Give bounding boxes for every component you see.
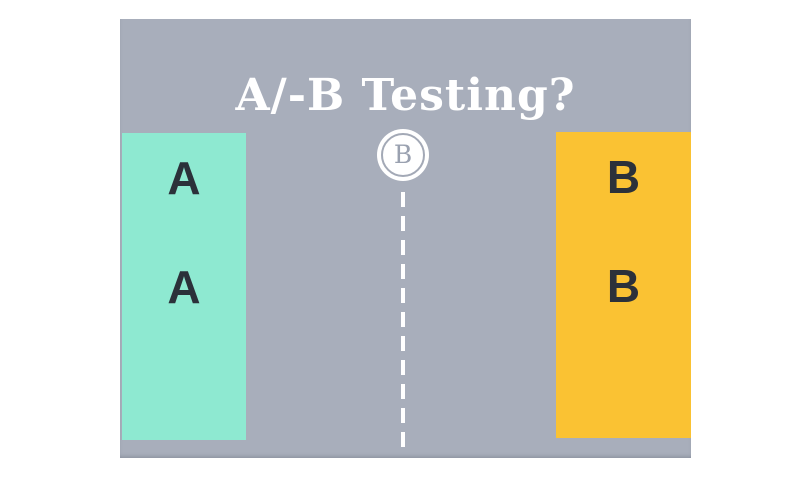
- variant-b-letter-top: B: [606, 151, 641, 203]
- variant-b-column: B B: [556, 132, 691, 438]
- variant-b-letter-bottom: B: [606, 260, 641, 312]
- b-circle-badge-ring: B: [381, 133, 425, 177]
- variant-a-letter-bottom: A: [167, 261, 201, 313]
- b-circle-badge: B: [377, 129, 429, 181]
- page-title: A/-B Testing?: [235, 70, 576, 122]
- ab-testing-panel: A/-B Testing? A A B B B: [120, 19, 691, 458]
- variant-a-letter-top: A: [167, 152, 201, 204]
- variant-a-column: A A: [122, 133, 246, 440]
- b-circle-badge-letter: B: [393, 139, 413, 169]
- dashed-divider-line: [401, 192, 405, 456]
